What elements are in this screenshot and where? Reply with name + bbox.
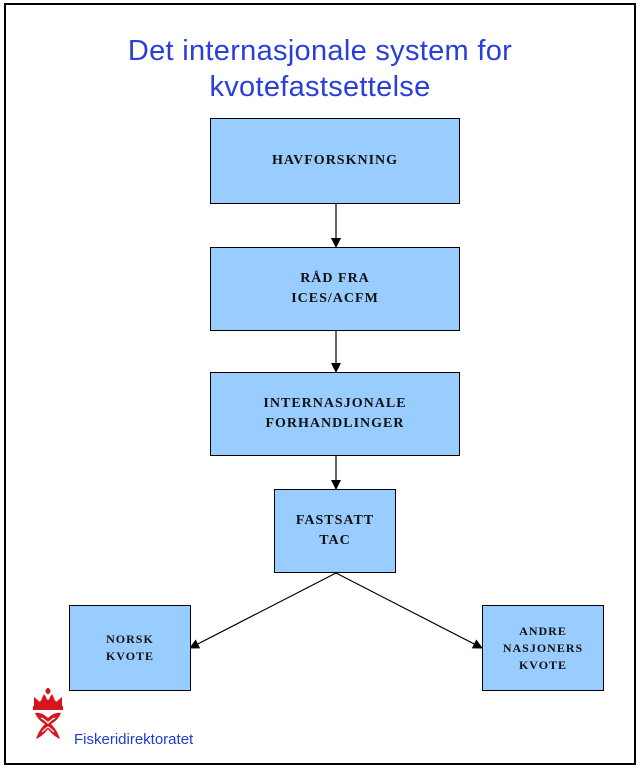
logo-text: Fiskeridirektoratet xyxy=(74,731,194,748)
box-havforskning: HAVFORSKNING xyxy=(210,118,460,204)
arrow-fastsatt-to-andre xyxy=(335,572,483,649)
fiskeridirektoratet-logo-icon xyxy=(33,688,63,739)
box-norsk-kvote: NORSK KVOTE xyxy=(69,605,191,691)
box-rad-fra-ices-acfm: RÅD FRA ICES/ACFM xyxy=(210,247,460,331)
flow-connectors xyxy=(189,204,483,649)
arrow-fastsatt-to-norsk xyxy=(189,572,337,649)
title-line-1: Det internasjonale system for xyxy=(127,35,513,67)
title-line-2: kvotefastsettelse xyxy=(209,71,431,103)
box-fastsatt-tac: FASTSATT TAC xyxy=(274,489,396,573)
box-andre-nasjoners-kvote: ANDRE NASJONERS KVOTE xyxy=(482,605,604,691)
slide: Det internasjonale system for kvotefasts… xyxy=(4,3,636,765)
slide-title: Det internasjonale system for kvotefasts… xyxy=(6,33,634,105)
box-internasjonale-forhandlinger: INTERNASJONALE FORHANDLINGER xyxy=(210,372,460,456)
